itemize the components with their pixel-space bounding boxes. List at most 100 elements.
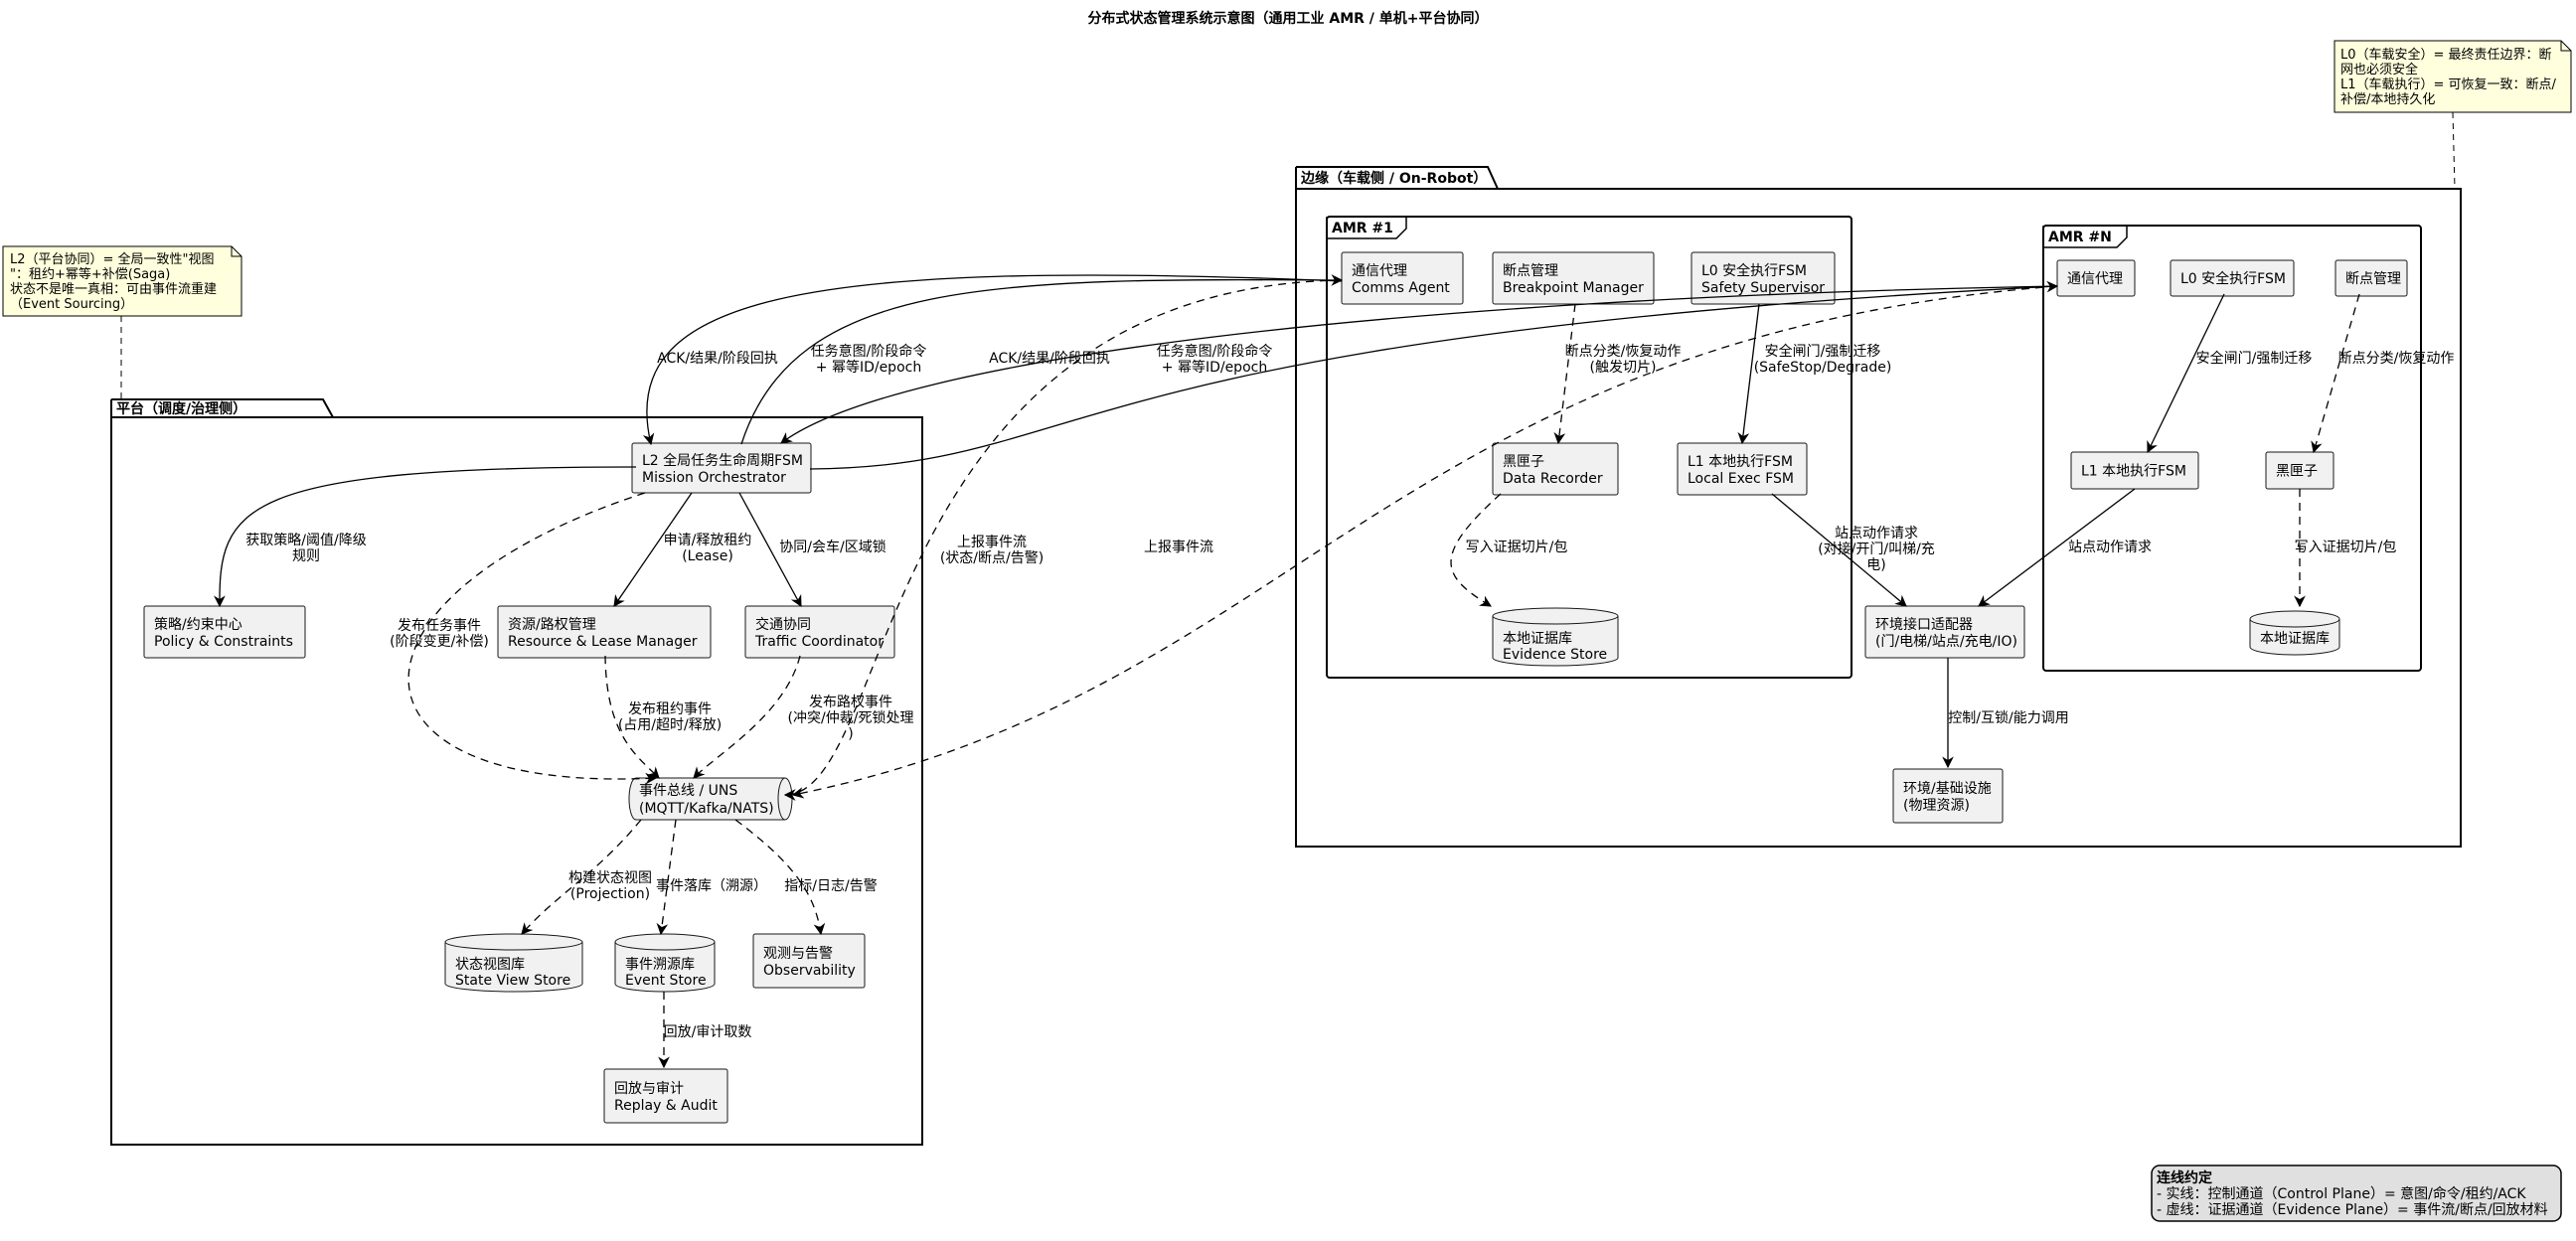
edge-label-report1: 上报事件流	[957, 535, 1027, 550]
legend-line: - 实线：控制通道（Control Plane）= 意图/命令/租约/ACK	[2157, 1185, 2526, 1202]
node-bpn: 断点管理	[2334, 259, 2408, 297]
edge-eventlog	[656, 819, 677, 936]
edge-label-evidence1: 写入证据切片/包	[1466, 540, 1568, 555]
frame-amr1: AMR #1	[1326, 216, 1852, 679]
node-bp1-subtitle: Breakpoint Manager	[1503, 280, 1644, 296]
edge-label-stationn: 站点动作请求	[2068, 540, 2152, 555]
node-traffic-subtitle: Traffic Coordinator	[754, 634, 884, 650]
node-stateview-subtitle: State View Store	[455, 973, 570, 989]
node-orchestrator-title: L2 全局任务生命周期FSM	[642, 452, 803, 469]
edge-label-policy: 规则	[292, 548, 320, 564]
node-local1-subtitle: Local Exec FSM	[1688, 471, 1794, 487]
node-commsn-title: 通信代理	[2067, 271, 2123, 287]
node-recordern: 黑匣子	[2265, 451, 2334, 490]
edge-label-safety1: 安全闸门/强制迁移	[1765, 343, 1881, 360]
node-eventstore-subtitle: Event Store	[625, 973, 707, 989]
edge-label-policy: 获取策略/阈值/降级	[245, 532, 366, 548]
note-line: 网也必须安全	[2340, 62, 2418, 78]
node-eventstore-title: 事件溯源库	[625, 957, 695, 973]
edge-lease	[613, 492, 693, 607]
node-stateview-title: 状态视图库	[455, 957, 525, 973]
node-comms1-subtitle: Comms Agent	[1352, 280, 1450, 296]
note-platform-text: L2（平台协同）= 全局一致性"视图"：租约+幂等+补偿(Saga)状态不是唯一…	[10, 251, 217, 312]
edge-label-pubroute: )	[848, 726, 853, 742]
edge-label-bp1: 断点分类/恢复动作	[1565, 343, 1682, 360]
edge-traffic	[738, 492, 802, 608]
node-evidence1-subtitle: Evidence Store	[1503, 647, 1607, 663]
node-commsn: 通信代理	[2056, 259, 2136, 297]
edge-label-station1: 电)	[1866, 557, 1885, 573]
note-line: L0（车载安全）= 最终责任边界：断	[2340, 47, 2552, 63]
node-safety1-subtitle: Safety Supervisor	[1701, 280, 1825, 296]
edge-safety1	[1737, 303, 1760, 445]
edge-label-cmdn: + 幂等ID/epoch	[1162, 359, 1267, 376]
node-safety1-title: L0 安全执行FSM	[1701, 262, 1807, 279]
note-line: （Event Sourcing）	[10, 297, 133, 312]
package-platform-label: 平台（调度/治理侧）	[116, 400, 246, 417]
edge-safetyn	[2147, 293, 2225, 454]
node-replay-subtitle: Replay & Audit	[614, 1098, 718, 1114]
edge-label-safety1: (SafeStop/Degrade)	[1754, 360, 1892, 376]
edge-label-reportn: 上报事件流	[1144, 540, 1213, 555]
note-line: 状态不是唯一真相：可由事件流重建	[10, 281, 217, 297]
diagram-title: 分布式状态管理系统示意图（通用工业 AMR / 单机+平台协同）	[1087, 10, 1488, 27]
edge-bpn	[2311, 293, 2360, 454]
node-adapter: 环境接口适配器(门/电梯/站点/充电/IO)	[1864, 605, 2025, 659]
node-recordern-title: 黑匣子	[2276, 464, 2318, 480]
edge-label-station1: 站点动作请求	[1835, 526, 1918, 542]
edge-reportn	[791, 285, 2058, 799]
node-adapter-subtitle: (门/电梯/站点/充电/IO)	[1875, 634, 2017, 650]
frame-amrn-label: AMR #N	[2048, 230, 2112, 245]
node-bp1-title: 断点管理	[1503, 263, 1558, 279]
node-localn-title: L1 本地执行FSM	[2081, 464, 2186, 480]
node-adapter-title: 环境接口适配器	[1875, 616, 1973, 633]
node-comms1-title: 通信代理	[1352, 263, 1407, 279]
edge-label-bpn: 断点分类/恢复动作	[2338, 350, 2455, 367]
node-infra-subtitle: (物理资源)	[1903, 798, 1970, 814]
edge-label-metrics: 指标/日志/告警	[784, 878, 877, 894]
package-platform: 平台（调度/治理侧）	[110, 398, 923, 1146]
edge-label-eventlog: 事件落库（溯源）	[656, 878, 767, 894]
frame-amrn: AMR #N	[2042, 225, 2422, 672]
frame-amr1-label: AMR #1	[1332, 221, 1393, 236]
node-evidencen: 本地证据库	[2249, 610, 2340, 656]
legend-title: 连线约定	[2157, 1169, 2212, 1186]
node-traffic-title: 交通协同	[755, 616, 811, 633]
node-event-bus-title: 事件总线 / UNS	[639, 783, 737, 799]
node-bpn-title: 断点管理	[2345, 271, 2401, 287]
package-edge-label: 边缘（车载侧 / On-Robot）	[1300, 170, 1487, 187]
node-safetyn: L0 安全执行FSM	[2170, 259, 2295, 297]
legend: 连线约定 - 实线：控制通道（Control Plane）= 意图/命令/租约/…	[2151, 1164, 2562, 1222]
edge-label-evidencen: 写入证据切片/包	[2295, 540, 2397, 555]
node-replay-title: 回放与审计	[614, 1081, 684, 1097]
note-line: 补偿/本地持久化	[2340, 92, 2435, 107]
node-safetyn-title: L0 安全执行FSM	[2180, 270, 2286, 287]
edge-label-pubtask: (阶段变更/补偿)	[390, 634, 489, 650]
edge-projection	[521, 819, 642, 935]
edge-evidence1	[1450, 493, 1502, 607]
edge-bp1	[1553, 303, 1576, 445]
edge-label-publease: (占用/超时/释放)	[618, 717, 722, 733]
edge-label-projection: 构建状态视图	[568, 870, 652, 886]
edge-label-lease: 申请/释放租约	[664, 533, 752, 548]
edge-label-projection: (Projection)	[570, 886, 650, 902]
node-orchestrator-subtitle: Mission Orchestrator	[642, 470, 786, 486]
edge-cmdn	[809, 280, 2059, 470]
edge-label-traffic: 协同/会车/区域锁	[779, 539, 886, 555]
edge-label-publease: 发布租约事件	[628, 701, 712, 717]
edge-label-lease: (Lease)	[682, 548, 733, 564]
note-line: L1（车载执行）= 可恢复一致：断点/	[2340, 77, 2557, 92]
node-observ-subtitle: Observability	[763, 963, 856, 979]
edge-publease	[604, 655, 660, 779]
